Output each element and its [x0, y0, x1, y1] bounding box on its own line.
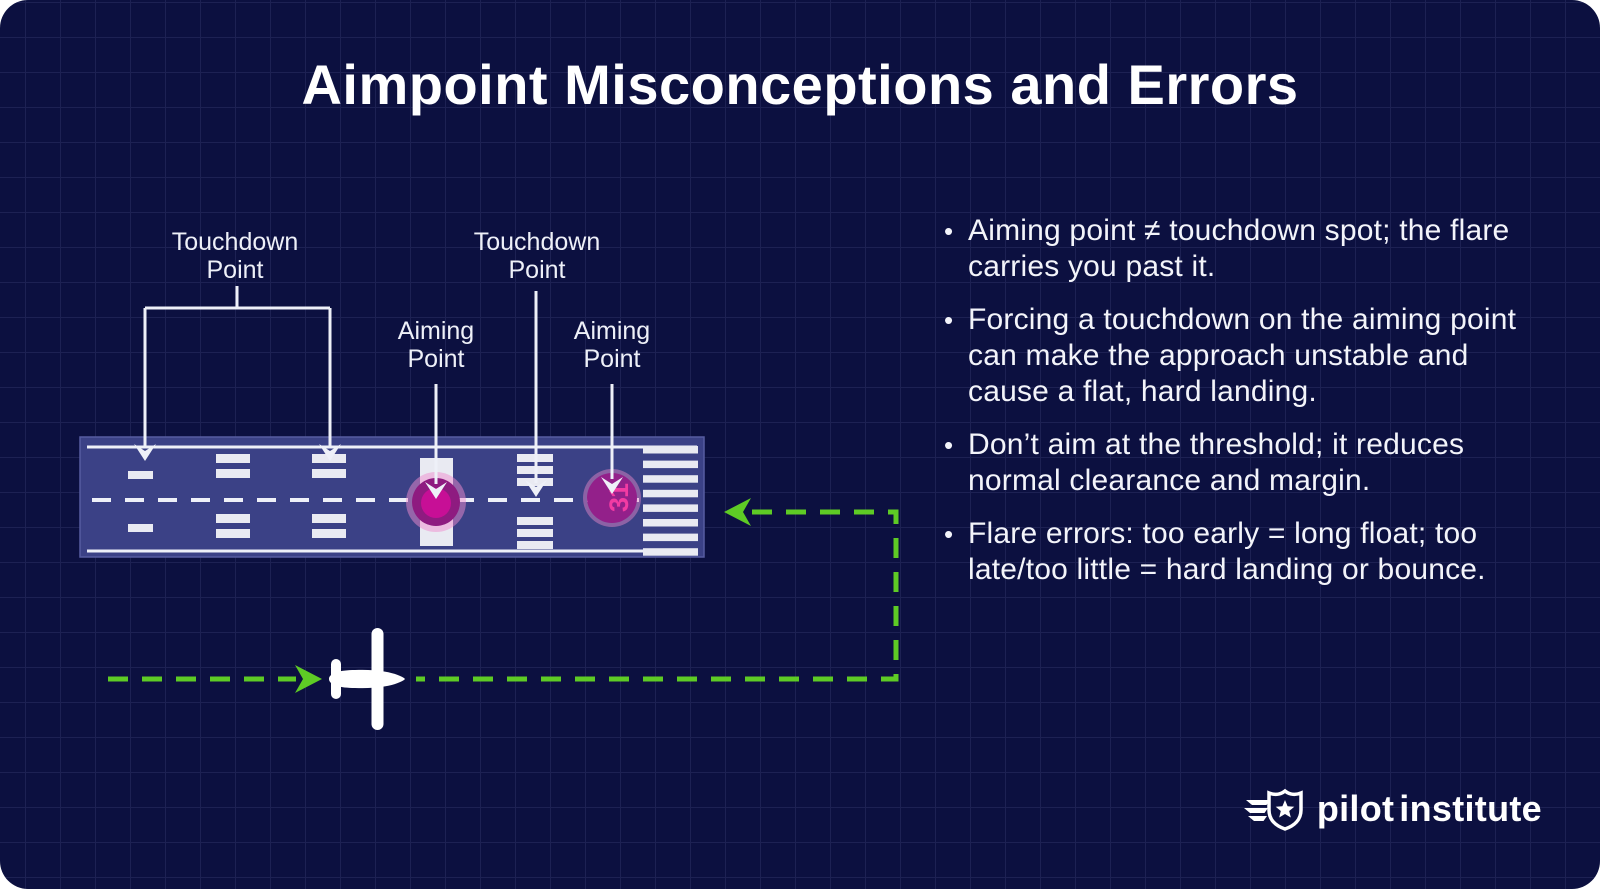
label-line: Point: [407, 345, 465, 373]
label-line: Point: [508, 256, 566, 284]
badge-star: [1275, 800, 1295, 818]
key-points-list: • Aiming point ≠ touchdown spot; the fla…: [944, 213, 1532, 605]
approach-path-loop: [416, 509, 899, 682]
label-line: Touchdown: [171, 228, 299, 256]
bullet-text: Don’t aim at the threshold; it reduces n…: [968, 428, 1465, 497]
brand-part-institute: institute: [1399, 788, 1542, 829]
label-line: Aiming: [397, 317, 475, 345]
brand-part-pilot: pilot: [1316, 788, 1395, 829]
label-touchdown-point-1: Touchdown Point: [135, 228, 335, 284]
runway: 31: [79, 436, 705, 558]
plane-fuselage: [329, 669, 405, 689]
callout-lines: [143, 286, 614, 484]
label-touchdown-point-2: Touchdown Point: [437, 228, 637, 284]
bullet-text: Flare errors: too early = long float; to…: [968, 517, 1486, 586]
pilotinstitute-badge-icon: [1243, 788, 1303, 831]
bullet-marker: •: [944, 519, 954, 549]
threshold-stripes: [643, 446, 698, 556]
list-item: • Forcing a touchdown on the aiming poin…: [944, 302, 1532, 410]
label-line: Point: [583, 345, 641, 373]
bullet-text: Aiming point ≠ touchdown spot; the flare…: [968, 214, 1510, 283]
green-arrowhead-right: [295, 665, 322, 693]
list-item: • Aiming point ≠ touchdown spot; the fla…: [944, 213, 1532, 285]
bullet-marker: •: [944, 216, 954, 246]
label-aiming-point-2: Aiming Point: [512, 317, 712, 373]
bullet-marker: •: [944, 430, 954, 460]
label-line: Aiming: [573, 317, 651, 345]
list-item: • Flare errors: too early = long float; …: [944, 516, 1532, 588]
page-title: Aimpoint Misconceptions and Errors: [301, 53, 1299, 116]
plane-icon: [329, 628, 405, 730]
bullet-marker: •: [944, 305, 954, 335]
green-arrowhead-left: [724, 498, 751, 526]
list-item: • Don’t aim at the threshold; it reduces…: [944, 427, 1532, 499]
approach-path: [108, 498, 899, 693]
bullet-text: Forcing a touchdown on the aiming point …: [968, 303, 1517, 408]
label-aiming-point-1: Aiming Point: [336, 317, 536, 373]
callout-arrowheads: [134, 444, 623, 499]
label-line: Touchdown: [473, 228, 601, 256]
label-line: Point: [206, 256, 264, 284]
aiming-point-circle-1: [406, 472, 466, 532]
aiming-point-circle-2: 31: [583, 469, 641, 527]
